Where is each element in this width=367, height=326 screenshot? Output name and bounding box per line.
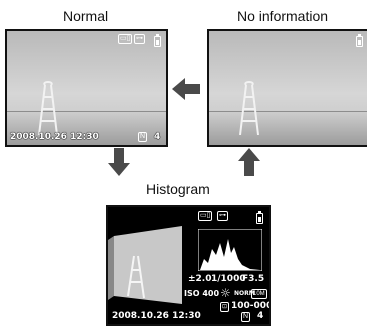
iso-readout: ISO 400	[184, 289, 220, 298]
movie-mode-icon: ▭▯	[118, 34, 133, 44]
shutter-readout: 1/1000	[211, 274, 246, 284]
image-size-10m-icon: 10M	[251, 289, 267, 299]
horizon-line	[209, 111, 367, 112]
arrow-left-icon	[172, 78, 200, 100]
sun-icon: ☼	[220, 286, 231, 300]
movie-mode-icon: ▭▯	[198, 211, 213, 221]
datetime-readout: 2008.10.26 12:30	[112, 311, 201, 321]
image-thumbnail	[108, 226, 182, 304]
battery-icon	[256, 211, 263, 224]
protect-icon: ⊶	[217, 211, 228, 221]
no-information-display-screen	[207, 29, 367, 147]
battery-icon	[154, 34, 161, 47]
horizon-line	[7, 111, 166, 112]
histogram-graph	[198, 229, 262, 271]
file-number-readout: 100-0004	[231, 301, 269, 311]
lifeguard-chair-image	[239, 81, 259, 135]
normal-display-screen: ▭▯ ⊶ 2008.10.26 12:30 N 4	[5, 29, 168, 147]
lifeguard-chair-image	[38, 81, 58, 135]
image-count: 4	[154, 132, 161, 142]
arrow-down-icon	[108, 148, 130, 176]
protect-icon: ⊶	[134, 34, 145, 44]
label-no-information: No information	[237, 8, 329, 24]
label-normal: Normal	[63, 8, 109, 24]
image-count: 4	[257, 311, 264, 321]
quality-n-icon: N	[241, 312, 251, 322]
histogram-display-screen: ▭▯ ⊶ ±2.0 1/1000 F3.5 ISO 400 ☼ NORM 10M…	[106, 205, 271, 326]
exposure-readout: ±2.0	[188, 274, 212, 284]
aperture-readout: F3.5	[242, 274, 265, 284]
quality-n-icon: N	[138, 132, 148, 142]
label-histogram: Histogram	[146, 181, 210, 197]
quality-normal-icon: NORM	[234, 290, 255, 297]
file-icon: ⊡	[220, 302, 230, 312]
battery-icon	[356, 34, 363, 47]
datetime-readout: 2008.10.26 12:30	[10, 132, 99, 142]
arrow-up-icon	[238, 148, 260, 176]
